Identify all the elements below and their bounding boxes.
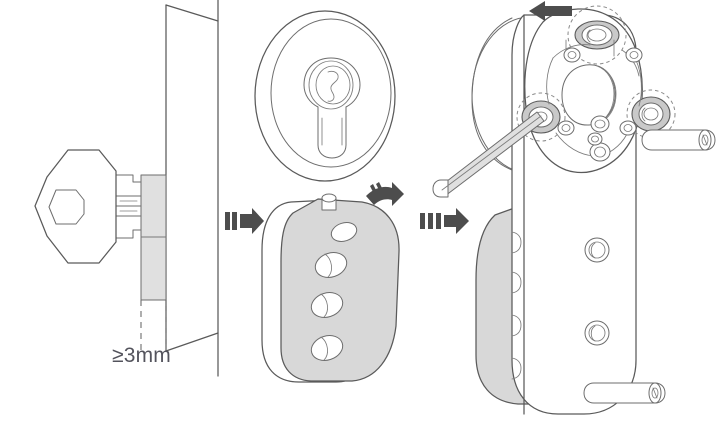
hex-allen-key — [432, 111, 545, 198]
step-arrow-1 — [225, 208, 264, 234]
bracket-small-holes — [557, 47, 643, 162]
lock-body-screw-1 — [584, 237, 610, 263]
step-1-door-with-key: ≥3mm — [34, 0, 219, 377]
bracket-central-opening — [561, 64, 617, 126]
step-3-bracket-assembly — [432, 1, 716, 415]
lock-body-screw-2 — [584, 320, 610, 346]
push-arrow-left — [529, 1, 572, 21]
step-arrow-2 — [420, 208, 469, 234]
round-escutcheon — [254, 10, 396, 182]
backplate-hole-2 — [314, 252, 348, 278]
mounting-rod-lower — [583, 382, 666, 404]
step-2-escutcheon-and-plate — [254, 10, 404, 383]
backplate-hole-4 — [310, 335, 344, 361]
key-thumbturn-knob — [34, 149, 117, 264]
backplate-hole-1 — [330, 222, 358, 242]
mounting-rod-upper — [641, 129, 716, 151]
boss-dash-top — [567, 5, 627, 65]
clearance-dimension: ≥3mm — [112, 300, 171, 367]
euro-profile-keyhole — [303, 57, 361, 159]
lock-cylinder-body — [140, 174, 167, 301]
door-panel — [165, 0, 219, 377]
bracket-boss-right — [631, 96, 671, 132]
backplate-hole-3 — [310, 292, 344, 318]
boss-dash-right — [626, 89, 676, 139]
clearance-label: ≥3mm — [112, 344, 171, 367]
rotation-arrow — [366, 182, 404, 206]
mounting-backplate — [261, 193, 400, 383]
key-shaft — [113, 174, 142, 239]
bracket-boss-top — [574, 20, 620, 50]
boss-dash-left — [516, 92, 566, 142]
